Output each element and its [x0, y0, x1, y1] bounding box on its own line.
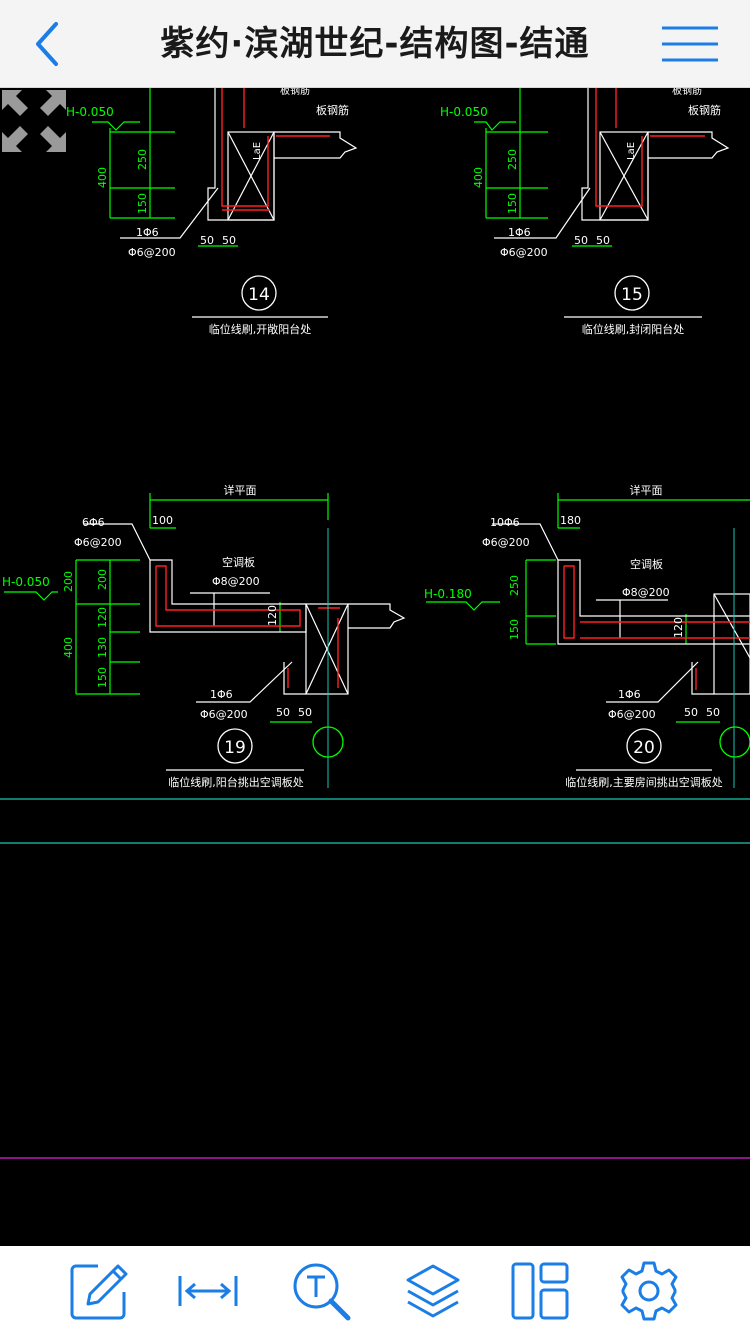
bar-label: Φ6@200: [482, 536, 530, 549]
bottom-toolbar: [0, 1246, 750, 1334]
fullscreen-button[interactable]: [0, 88, 68, 154]
bar-label: 1Φ6: [508, 226, 531, 239]
note-label: 板钢筋: [316, 103, 349, 117]
dim-label: 120: [266, 605, 279, 626]
bar-label: Φ6@200: [128, 246, 176, 259]
detail-20: 详平面 180 10Φ6 Φ6@200 空调板 Φ8@200 H-0.180 2…: [424, 483, 750, 789]
measure-button[interactable]: [177, 1260, 239, 1322]
detail-number: 20: [633, 738, 655, 758]
note-label: 板钢筋: [688, 103, 721, 117]
slab-label: 空调板: [630, 557, 663, 571]
bar-label: Φ6@200: [74, 536, 122, 549]
detail-number: 14: [248, 285, 270, 305]
note-label: 板钢筋: [280, 88, 310, 97]
dim-label: 400: [472, 167, 485, 188]
top-label: 详平面: [630, 483, 663, 497]
layout-button[interactable]: [509, 1260, 571, 1322]
width-label: 50: [298, 706, 312, 719]
bar-label: Φ6@200: [608, 708, 656, 721]
edit-button[interactable]: [68, 1260, 130, 1322]
layers-button[interactable]: [402, 1260, 464, 1322]
width-label: 50: [222, 234, 236, 247]
dim-label: 120: [672, 617, 685, 638]
dim-label: 150: [506, 193, 519, 214]
width-label: 50: [684, 706, 698, 719]
dim-label: 150: [96, 667, 109, 688]
lae-label: LaE: [252, 142, 263, 160]
bar-label: Φ6@200: [200, 708, 248, 721]
page-title: 紫约·滨湖世纪-结构图-结通: [160, 24, 590, 64]
detail-caption: 临位线刷,开敞阳台处: [209, 322, 312, 336]
bar-label: 10Φ6: [490, 516, 520, 529]
elevation-label: H-0.050: [2, 575, 50, 589]
detail-number: 19: [224, 738, 246, 758]
nav-bar: 紫约·滨湖世纪-结构图-结通: [0, 0, 750, 88]
dim-label: 400: [62, 637, 75, 658]
settings-icon: [620, 1261, 678, 1321]
width-label: 100: [152, 514, 173, 527]
bar-label: Φ6@200: [500, 246, 548, 259]
bar-label: 1Φ6: [136, 226, 159, 239]
detail-14: 板钢筋 板钢筋 H-0.050 250 150 400 LaE 1Φ6 Φ6@2…: [66, 88, 358, 336]
chevron-left-icon: [36, 22, 58, 66]
cad-drawing: 板钢筋 板钢筋 H-0.050 250 150 400 LaE 1Φ6 Φ6@2…: [0, 88, 750, 1159]
bar-label: 6Φ6: [82, 516, 105, 529]
width-label: 50: [706, 706, 720, 719]
menu-button[interactable]: [660, 22, 720, 66]
elevation-label: H-0.180: [424, 587, 472, 601]
dim-label: 150: [508, 619, 521, 640]
detail-15: 板钢筋 板钢筋 H-0.050 250 150 400 LaE 1Φ6 Φ6@2…: [440, 88, 730, 336]
layout-icon: [511, 1262, 569, 1320]
dim-label: 200: [62, 571, 75, 592]
dim-label: 250: [508, 575, 521, 596]
bar-label: 1Φ6: [618, 688, 641, 701]
detail-19: 详平面 100 6Φ6 Φ6@200 空调板 Φ8@200 H-0.050 20…: [2, 483, 406, 789]
dim-label: 400: [96, 167, 109, 188]
top-label: 详平面: [224, 483, 257, 497]
dim-label: 200: [96, 569, 109, 590]
width-label: 50: [596, 234, 610, 247]
width-label: 180: [560, 514, 581, 527]
edit-icon: [70, 1264, 128, 1320]
dim-label: 150: [136, 193, 149, 214]
dim-label: 250: [136, 149, 149, 170]
width-label: 50: [200, 234, 214, 247]
slab-bar-label: Φ8@200: [212, 575, 260, 588]
dim-label: 250: [506, 149, 519, 170]
width-label: 50: [276, 706, 290, 719]
elevation-label: H-0.050: [440, 105, 488, 119]
bar-label: 1Φ6: [210, 688, 233, 701]
detail-caption: 临位线刷,封闭阳台处: [582, 322, 685, 336]
settings-button[interactable]: [618, 1260, 680, 1322]
dim-label: 120: [96, 607, 109, 628]
hamburger-icon: [662, 26, 718, 62]
back-button[interactable]: [22, 16, 78, 72]
dim-label: 130: [96, 637, 109, 658]
text-search-button[interactable]: [290, 1260, 352, 1322]
measure-icon: [178, 1276, 238, 1306]
lae-label: LaE: [626, 142, 637, 160]
note-label: 板钢筋: [672, 88, 702, 97]
expand-arrows-icon: [2, 90, 66, 152]
slab-bar-label: Φ8@200: [622, 586, 670, 599]
detail-number: 15: [621, 285, 643, 305]
detail-caption: 临位线刷,主要房间挑出空调板处: [565, 775, 723, 789]
text-search-icon: [293, 1263, 351, 1321]
width-label: 50: [574, 234, 588, 247]
detail-caption: 临位线刷,阳台挑出空调板处: [168, 775, 304, 789]
slab-label: 空调板: [222, 555, 255, 569]
layers-icon: [406, 1264, 460, 1318]
drawing-canvas[interactable]: 板钢筋 板钢筋 H-0.050 250 150 400 LaE 1Φ6 Φ6@2…: [0, 88, 750, 1246]
elevation-label: H-0.050: [66, 105, 114, 119]
